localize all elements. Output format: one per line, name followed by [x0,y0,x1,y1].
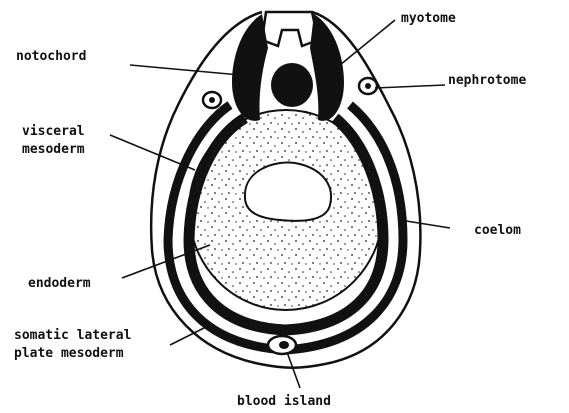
label-endoderm: endoderm [28,276,91,291]
blood-island-leader [287,352,300,388]
myotome-leader [340,20,395,65]
left-somite [232,14,268,121]
label-visceral-line2: mesoderm [22,142,85,157]
label-visceral-line1: visceral [22,124,85,139]
label-somatic-line2: plate mesoderm [14,346,124,361]
label-somatic-line1: somatic lateral [14,328,131,343]
neural-tube [262,12,318,46]
blood-island-shape [268,336,296,354]
notochord-leader [130,65,240,75]
coelom-leader [400,220,450,228]
nephrotome-leader [375,85,445,88]
label-blood-island: blood island [237,394,331,409]
label-coelom: coelom [474,223,521,238]
label-myotome: myotome [401,11,456,26]
left-nephrotome [203,92,221,108]
notochord-shape [271,63,313,107]
label-nephrotome: nephrotome [448,73,526,88]
gut-lumen [245,162,331,220]
visceral-mesoderm-leader [110,135,195,170]
right-nephrotome [359,78,377,94]
label-notochord: notochord [16,49,86,64]
